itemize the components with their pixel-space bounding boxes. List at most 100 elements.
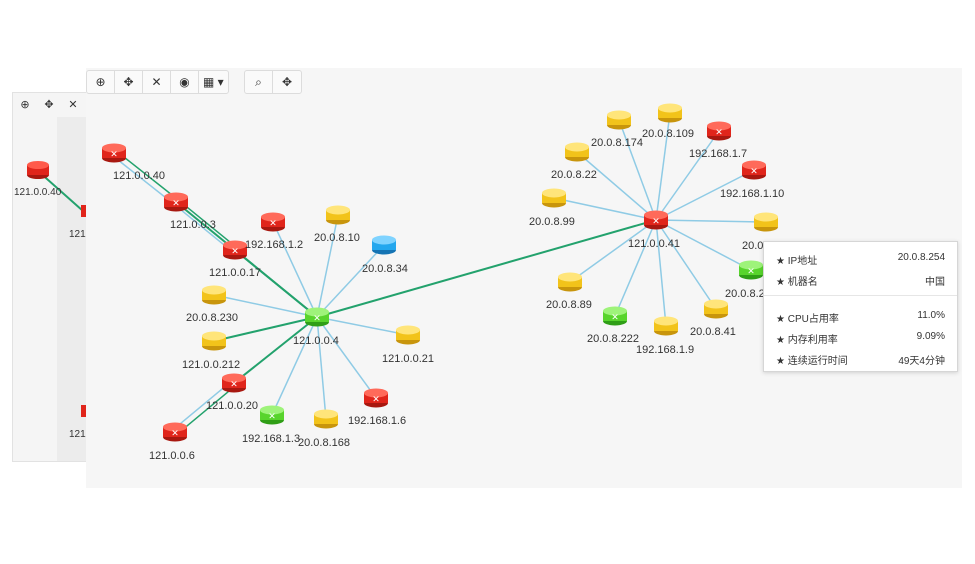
zoom-in-icon[interactable]: ⊕ bbox=[87, 71, 115, 93]
background-topology-window: ⊕ ✥ ✕ 121.0.0.40 121 121 bbox=[12, 92, 92, 462]
edge-n40-n3 bbox=[111, 154, 175, 205]
edge-h41-b9 bbox=[569, 219, 657, 283]
node-label-b2: 20.0.8.109 bbox=[642, 128, 694, 140]
edge-h4-a8 bbox=[316, 316, 327, 420]
node-label-a1: 192.168.1.2 bbox=[245, 239, 303, 251]
server-node-b12[interactable] bbox=[654, 316, 678, 336]
server-node-b6[interactable] bbox=[542, 188, 566, 208]
server-node-a6[interactable] bbox=[396, 325, 420, 345]
node-label-b1: 20.0.8.174 bbox=[591, 137, 643, 149]
back-move-icon[interactable]: ✥ bbox=[44, 98, 54, 111]
edge-h41-b8 bbox=[655, 219, 752, 271]
router-node-b8[interactable]: ✕ bbox=[739, 260, 763, 280]
edge-h41-b5 bbox=[655, 169, 755, 221]
back-fit-icon[interactable]: ✕ bbox=[68, 98, 78, 111]
server-node-b1[interactable] bbox=[607, 110, 631, 130]
server-node-a8[interactable] bbox=[314, 409, 338, 429]
router-node-n3[interactable]: ✕ bbox=[164, 192, 188, 212]
edge-h4-a2 bbox=[316, 214, 339, 318]
tooltip-key: CPU占用率 bbox=[776, 310, 839, 325]
background-graph: 121.0.0.40 121 121 bbox=[14, 161, 91, 440]
network-graph[interactable]: ✕121.0.0.40✕121.0.0.3✕121.0.0.17✕121.0.0… bbox=[86, 68, 962, 488]
tooltip-row-cpu: CPU占用率 11.0% bbox=[776, 310, 945, 325]
node-label-b6: 20.0.8.99 bbox=[529, 216, 575, 228]
edge-n17-h4 bbox=[234, 249, 318, 318]
graph-toolbar: ⊕ ✥ ✕ ◉ ▦ ▾ bbox=[86, 70, 229, 94]
router-arrows-icon: ✕ bbox=[172, 198, 180, 208]
router-node-a9[interactable]: ✕ bbox=[364, 388, 388, 408]
router-node-h41[interactable]: ✕ bbox=[644, 210, 668, 230]
edge-h4-h41 bbox=[316, 219, 657, 318]
router-arrows-icon: ✕ bbox=[231, 246, 239, 256]
server-node-b2[interactable] bbox=[658, 103, 682, 123]
node-label-b4: 20.0.8.22 bbox=[551, 169, 597, 181]
router-node-h4[interactable]: ✕ bbox=[305, 307, 329, 327]
locate-icon[interactable]: ✥ bbox=[281, 75, 293, 89]
server-node-b9[interactable] bbox=[558, 272, 582, 292]
fit-icon[interactable]: ✕ bbox=[143, 71, 171, 93]
node-label-h4: 121.0.0.4 bbox=[293, 335, 339, 347]
back-router-node[interactable] bbox=[27, 161, 49, 179]
node-label-h41: 121.0.0.41 bbox=[628, 238, 680, 250]
background-toolbar: ⊕ ✥ ✕ bbox=[13, 93, 85, 117]
background-window-side-panel bbox=[57, 117, 91, 461]
server-node-a4[interactable] bbox=[202, 285, 226, 305]
edge-h41-b7 bbox=[655, 219, 767, 223]
tooltip-value: 中国 bbox=[925, 277, 945, 288]
router-arrows-icon: ✕ bbox=[230, 379, 238, 389]
router-arrows-icon: ✕ bbox=[611, 312, 619, 322]
router-arrows-icon: ✕ bbox=[313, 313, 321, 323]
router-node-n17[interactable]: ✕ bbox=[223, 240, 247, 260]
router-node-a1[interactable]: ✕ bbox=[261, 212, 285, 232]
tooltip-value: 11.0% bbox=[917, 310, 945, 321]
router-node-n40[interactable]: ✕ bbox=[102, 143, 126, 163]
server-node-a2[interactable] bbox=[326, 205, 350, 225]
grid-menu-icon[interactable]: ▦ ▾ bbox=[203, 75, 224, 89]
node-label-n17: 121.0.0.17 bbox=[209, 267, 261, 279]
server-node-b4[interactable] bbox=[565, 142, 589, 162]
server-node-b7[interactable] bbox=[754, 212, 778, 232]
node-info-tooltip: IP地址 20.0.8.254 机器名 中国 CPU占用率 11.0% 内存利用… bbox=[763, 241, 958, 372]
server-node-a3[interactable] bbox=[372, 235, 396, 255]
server-node-b10[interactable] bbox=[704, 299, 728, 319]
node-label-a9: 192.168.1.6 bbox=[348, 415, 406, 427]
router-arrows-icon: ✕ bbox=[750, 166, 758, 176]
back-zoom-in-icon[interactable]: ⊕ bbox=[20, 98, 30, 111]
router-node-b11[interactable]: ✕ bbox=[603, 306, 627, 326]
edge-h41-b10 bbox=[655, 219, 717, 310]
server-node-a5[interactable] bbox=[202, 331, 226, 351]
router-arrows-icon: ✕ bbox=[715, 127, 723, 137]
edge-h4-n20 bbox=[233, 316, 318, 384]
move-icon[interactable]: ✥ bbox=[115, 71, 143, 93]
node-label-a7: 192.168.1.3 bbox=[242, 433, 300, 445]
edge-h4-a1 bbox=[272, 221, 318, 318]
router-node-n6[interactable]: ✕ bbox=[163, 422, 187, 442]
back-node-label-lower: 121 bbox=[69, 429, 86, 440]
edge-h4-a9 bbox=[316, 316, 377, 399]
tooltip-divider bbox=[764, 295, 957, 296]
node-label-b11: 20.0.8.222 bbox=[587, 333, 639, 345]
tooltip-value: 9.09% bbox=[916, 331, 945, 342]
search-toolbar: ⌕ ✥ bbox=[244, 70, 302, 94]
edge-h41-b11 bbox=[614, 219, 657, 317]
router-node-b5[interactable]: ✕ bbox=[742, 160, 766, 180]
router-arrows-icon: ✕ bbox=[110, 149, 118, 159]
router-node-n20[interactable]: ✕ bbox=[222, 373, 246, 393]
node-label-b3: 192.168.1.7 bbox=[689, 148, 747, 160]
edge-h4-a3 bbox=[316, 244, 385, 318]
router-node-b3[interactable]: ✕ bbox=[707, 121, 731, 141]
node-label-b5: 192.168.1.10 bbox=[720, 188, 784, 200]
tooltip-row-ip: IP地址 20.0.8.254 bbox=[776, 252, 945, 267]
router-arrows-icon: ✕ bbox=[269, 218, 277, 228]
node-label-a4: 20.0.8.230 bbox=[186, 312, 238, 324]
node-label-a6: 121.0.0.21 bbox=[382, 353, 434, 365]
edge-h4-a5 bbox=[213, 316, 318, 342]
search-icon[interactable]: ⌕ bbox=[245, 71, 273, 93]
router-node-a7[interactable]: ✕ bbox=[260, 405, 284, 425]
tooltip-key: IP地址 bbox=[776, 252, 817, 267]
router-arrows-icon: ✕ bbox=[652, 216, 660, 226]
eye-icon[interactable]: ◉ bbox=[171, 71, 199, 93]
node-label-a5: 121.0.0.212 bbox=[182, 359, 240, 371]
router-arrows-icon: ✕ bbox=[747, 266, 755, 276]
node-label-n40: 121.0.0.40 bbox=[113, 170, 165, 182]
